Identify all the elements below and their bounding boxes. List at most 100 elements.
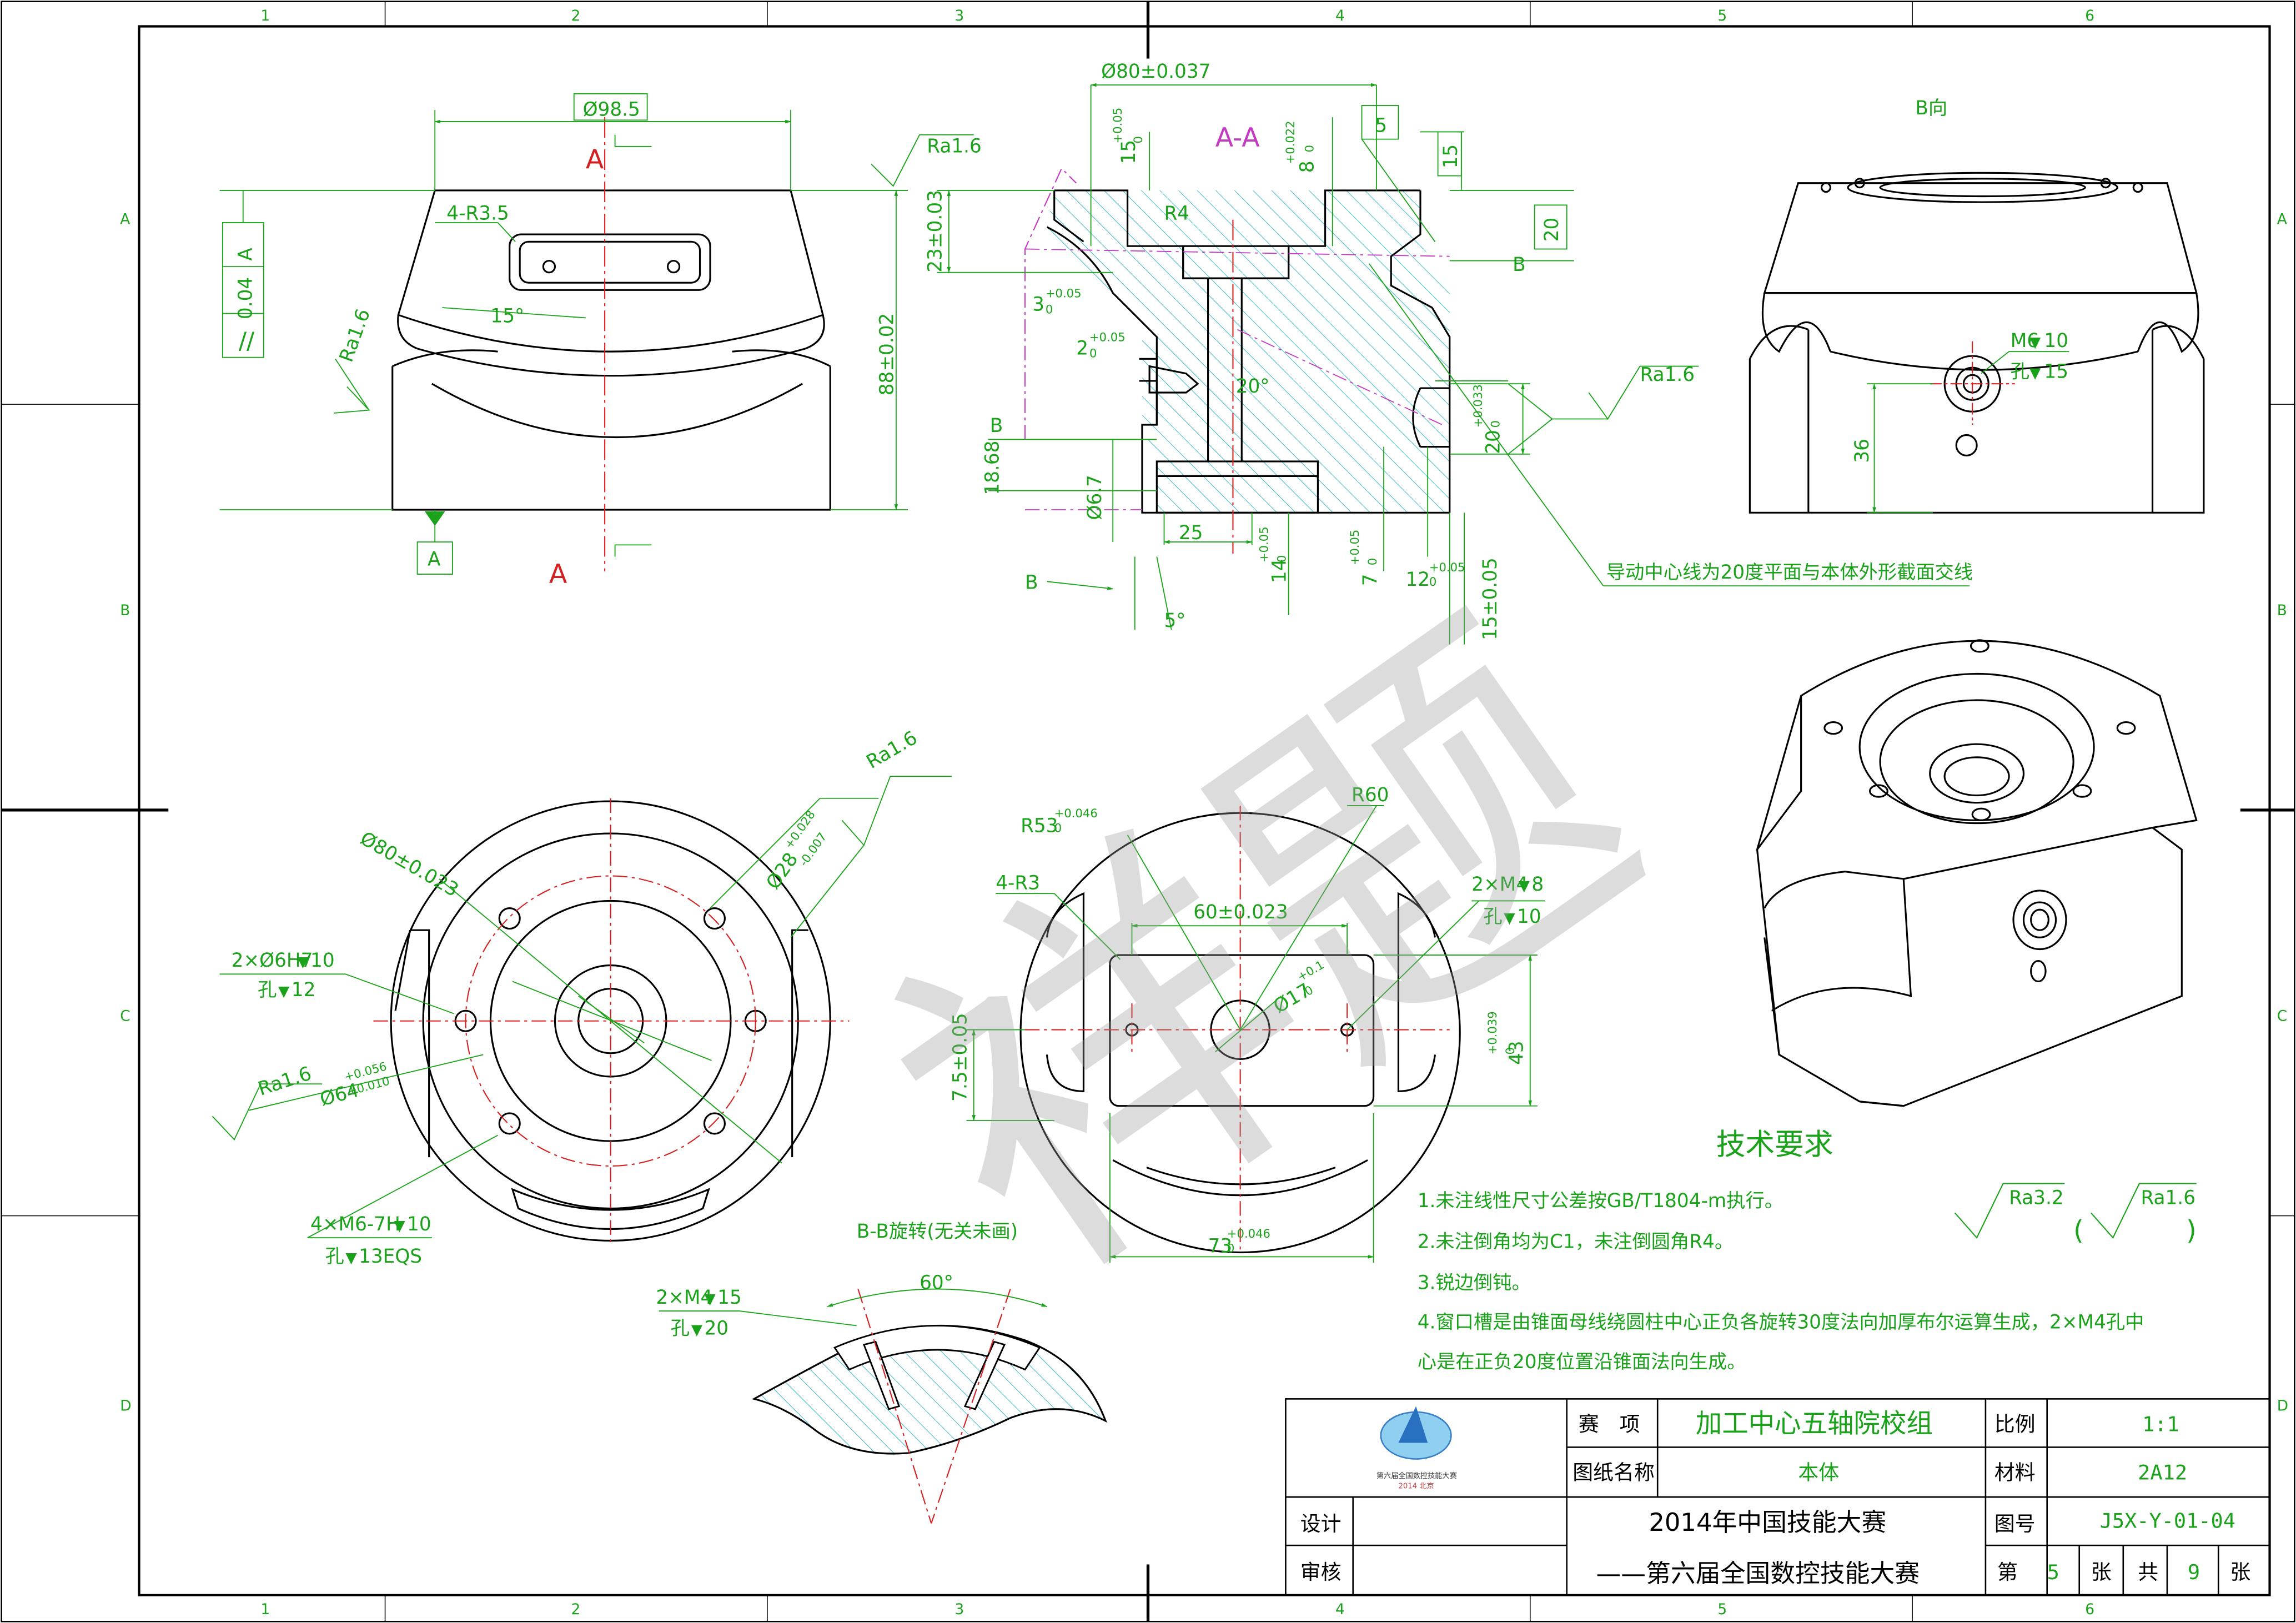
depth-symbol: ▼ (691, 1321, 703, 1338)
tb-sheet-no: 5 (2047, 1560, 2059, 1584)
top-r53-tol: +0.046 (1054, 806, 1098, 820)
top-h43-tol2: 0 (1503, 1047, 1517, 1054)
zone-row-label: D (120, 1398, 131, 1414)
top-view: R53 +0.046 0 R60 4-R3 60±0.023 Ø17 +0.1 … (949, 784, 1545, 1263)
tech-item: 3.锐边倒钝。 (1418, 1272, 1531, 1294)
tech-item: 4.窗口槽是由锥面母线绕圆柱中心正负各旋转30度法向加厚布尔运算生成，2×M4孔… (1418, 1312, 2144, 1334)
tech-title: 技术要求 (1716, 1128, 1833, 1162)
dim-d12-tol: +0.05 (1429, 560, 1465, 574)
dim-d3: 3 (1032, 293, 1044, 315)
zone-row-label: B (2277, 602, 2287, 619)
tb-competition-line1: 2014年中国技能大赛 (1649, 1508, 1886, 1537)
roughness-general: Ra3.2 (2009, 1187, 2064, 1209)
dim-parallel-tol: 0.04 (235, 277, 257, 319)
dim-d12-tol2: 0 (1429, 575, 1436, 589)
competition-logo: 第六届全国数控技能大赛 2014 北京 (1376, 1406, 1457, 1490)
tb-competition-line2: ——第六届全国数控技能大赛 (1596, 1559, 1920, 1588)
section-aa-title: A-A (1215, 123, 1260, 153)
top-m4-hole-depth: 10 (1517, 906, 1541, 928)
tb-drawing-name-value: 本体 (1798, 1460, 1839, 1484)
section-mark-a-bottom: A (549, 559, 567, 590)
tb-material-label: 材料 (1994, 1460, 2036, 1484)
zone-col-label: 5 (1717, 8, 1727, 24)
title-block: 第六届全国数控技能大赛 2014 北京 赛 项 图纸名称 比例 材料 图号 设计… (1285, 1398, 2270, 1596)
bottom-ra1: Ra1.6 (255, 1062, 314, 1101)
section-aa-view: Ø80±0.037 15 +0.05 0 8 +0.022 0 5 15 20 … (925, 61, 1973, 645)
depth-symbol: ▼ (297, 954, 309, 971)
view-b-hole-depth: 15 (2044, 361, 2068, 383)
tb-scale-label: 比例 (1994, 1412, 2036, 1436)
bb-hole: 孔 (671, 1317, 690, 1339)
section-bb-title: B-B旋转(无关未画) (857, 1220, 1018, 1243)
roughness-other: Ra1.6 (2141, 1187, 2195, 1209)
depth-symbol: ▼ (2029, 334, 2041, 351)
view-b: B向 M6 (1749, 97, 2205, 514)
zone-row-label: A (120, 212, 130, 228)
tb-event-label: 赛 项 (1579, 1412, 1640, 1436)
top-r3: 4-R3 (996, 872, 1040, 894)
zone-row-label: A (2277, 212, 2287, 228)
top-m4-hole: 孔 (1483, 906, 1502, 928)
tb-drawing-no-value: J5X-Y-01-04 (2100, 1509, 2235, 1533)
dim-d12: 12 (1406, 569, 1430, 591)
zone-col-label: 4 (1335, 8, 1345, 24)
dim-ra-right: Ra1.6 (1640, 364, 1695, 386)
bb-m4-depth: 15 (717, 1287, 742, 1309)
bottom-thread-hole: 孔 (325, 1245, 344, 1268)
zone-col-label: 5 (1717, 1601, 1727, 1618)
dim-d7-tol2: 0 (1365, 558, 1379, 565)
zone-col-label: 1 (260, 8, 270, 24)
bottom-pin: 2×Ø6H7 (232, 949, 313, 972)
section-mark-a-top: A (586, 144, 604, 175)
zone-row-label: D (2277, 1398, 2288, 1414)
dim-d14: 14 (1268, 559, 1290, 583)
zone-col-label: 6 (2085, 1601, 2094, 1618)
datum-label: A (428, 548, 441, 570)
tb-drawing-name-label: 图纸名称 (1572, 1460, 1655, 1484)
tech-item: 2.未注倒角均为C1，未注倒圆角R4。 (1418, 1231, 1734, 1253)
section-bb-view: B-B旋转(无关未画) 60° 2×M4 15 孔 20 ▼ ▼ (656, 1220, 1107, 1524)
bottom-thread: 4×M6-7H (310, 1213, 400, 1235)
depth-symbol: ▼ (2029, 365, 2041, 382)
dim-d15b: 15 (1440, 144, 1462, 169)
dim-d14-tol: +0.05 (1257, 526, 1271, 562)
view-b-h36: 36 (1851, 439, 1873, 463)
dim-d15-tol: +0.05 (1111, 108, 1124, 144)
top-w73: 73 (1208, 1235, 1233, 1258)
tb-sheet-pre: 第 (1997, 1560, 2018, 1584)
top-r53-tol2: 0 (1054, 821, 1062, 835)
depth-symbol: ▼ (1504, 910, 1515, 927)
bb-hole-depth: 20 (704, 1317, 729, 1339)
dim-w20: 20 (1482, 430, 1504, 454)
paren-open: ( (2073, 1215, 2084, 1246)
section-mark-b-arrow: B (1025, 572, 1038, 594)
zone-row-label: C (2277, 1008, 2287, 1025)
dim-d5: 5 (1375, 114, 1387, 137)
bottom-pin-hole-depth: 12 (292, 979, 316, 1001)
dim-dia67: Ø6.7 (1084, 475, 1106, 520)
zone-col-label: 2 (571, 1601, 580, 1618)
dim-d15c: 15±0.05 (1479, 557, 1501, 640)
dim-d2-tol: +0.05 (1089, 330, 1126, 344)
tb-designer-label: 设计 (1300, 1512, 1342, 1536)
tech-item: 心是在正负20度位置沿锥面法向生成。 (1418, 1351, 1746, 1373)
tb-material-value: 2A12 (2138, 1460, 2187, 1484)
depth-symbol: ▼ (345, 1250, 357, 1267)
parallel-symbol: // (239, 327, 255, 354)
dim-d7-tol: +0.05 (1348, 530, 1361, 566)
tb-event-value: 加工中心五轴院校组 (1696, 1409, 1933, 1439)
zone-row-label: C (120, 1008, 130, 1025)
zone-col-label: 2 (571, 8, 580, 24)
dim-d8-tol2: 0 (1302, 145, 1316, 152)
depth-symbol: ▼ (394, 1218, 405, 1234)
depth-symbol: ▼ (278, 983, 290, 1000)
dim-roughness-top: Ra1.6 (927, 135, 982, 157)
top-w60: 60±0.023 (1193, 901, 1288, 923)
bottom-thread-depth: 10 (407, 1213, 431, 1235)
dim-d15: 15 (1118, 140, 1140, 164)
dim-d15-tol2: 0 (1131, 136, 1145, 143)
dim-d20: 20 (1541, 218, 1563, 242)
note-guide-line: 导动中心线为20度平面与本体外形截面交线 (1606, 561, 1973, 584)
front-view: Ø98.5 4-R3.5 15° Ra1.6 Ra1.6 0.04 A 88±0… (219, 93, 982, 590)
